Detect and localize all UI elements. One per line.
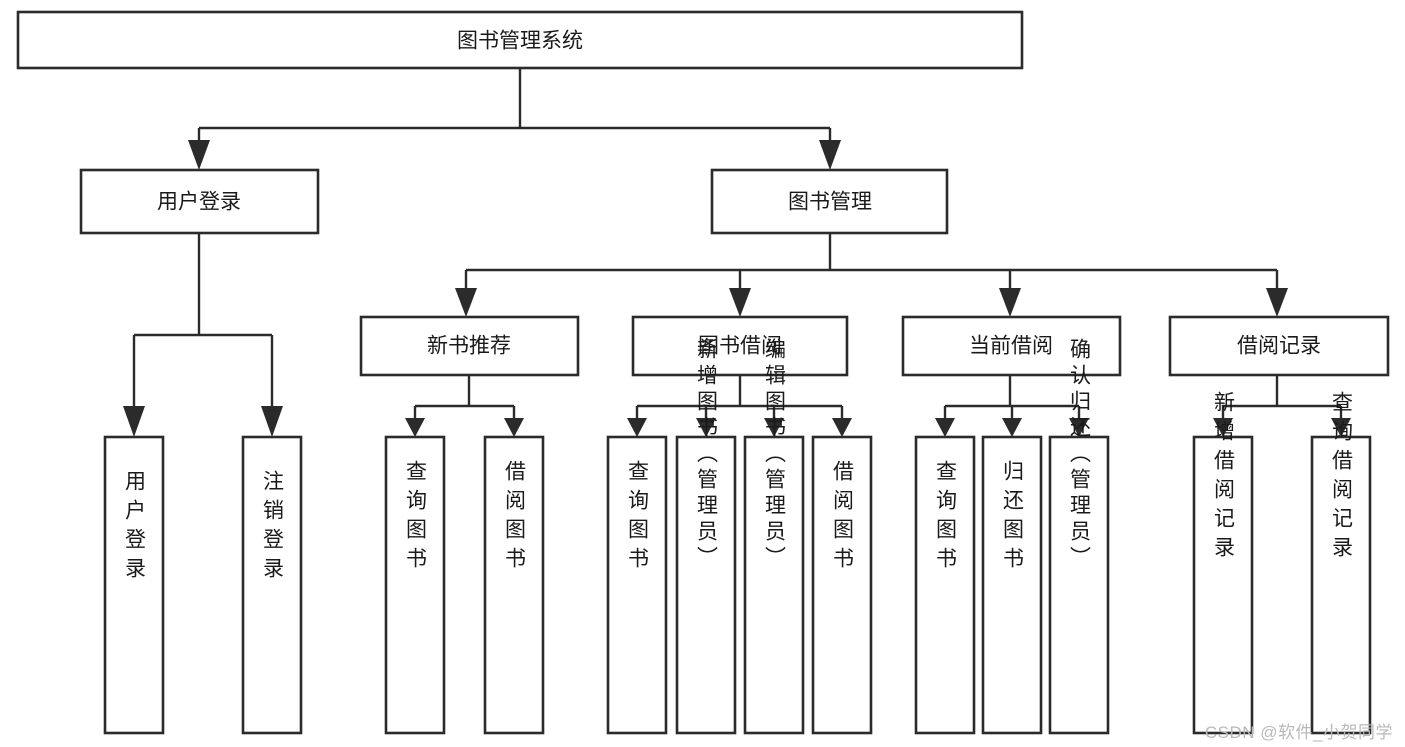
arrow-icon: [123, 406, 145, 437]
node-leaf-query-book-2[interactable]: 查询图书: [606, 435, 668, 735]
node-leaf-query-book-3[interactable]: 查询图书: [914, 435, 976, 735]
node-current-borrow-box[interactable]: [901, 315, 1122, 377]
node-book-borrow-box[interactable]: [631, 315, 849, 377]
node-leaf-edit-book-box[interactable]: [743, 435, 805, 735]
node-leaf-return-book-box[interactable]: [981, 435, 1043, 735]
node-leaf-logout[interactable]: 注销登录: [241, 435, 303, 735]
node-leaf-query-book-3-label: 查询图书: [934, 460, 958, 576]
node-leaf-query-record-box[interactable]: [1310, 435, 1372, 735]
node-leaf-user-login-label: 用户登录: [123, 470, 147, 586]
arrow-icon: [935, 418, 955, 437]
node-borrow-record-label: 借阅记录: [1237, 335, 1321, 358]
node-leaf-borrow-book-2[interactable]: 借阅图书: [811, 435, 873, 735]
arrow-icon: [1331, 418, 1351, 437]
node-new-book-rec[interactable]: 新书推荐: [359, 315, 580, 377]
node-leaf-edit-book-label: 编辑图书（管理员）: [763, 338, 787, 572]
node-leaf-query-book-1-box[interactable]: [384, 435, 446, 735]
arrow-icon: [405, 418, 425, 437]
node-root[interactable]: 图书管理系统: [16, 10, 1024, 70]
node-leaf-return-book-label: 归还图书: [1001, 460, 1025, 576]
node-leaf-borrow-book-1-label: 借阅图书: [503, 460, 527, 576]
node-leaf-add-book[interactable]: 新增图书（管理员）: [675, 338, 737, 735]
node-leaf-query-book-2-label: 查询图书: [626, 460, 650, 576]
node-current-borrow-label: 当前借阅: [969, 335, 1053, 358]
node-leaf-edit-book[interactable]: 编辑图书（管理员）: [743, 338, 805, 735]
arrow-icon: [696, 418, 716, 437]
node-leaf-confirm-return-label: 确认归还（管理员）: [1068, 338, 1092, 572]
arrow-icon: [1069, 418, 1089, 437]
node-leaf-add-record-box[interactable]: [1192, 435, 1254, 735]
node-book-borrow[interactable]: 图书借阅: [631, 315, 849, 377]
node-leaf-query-book-2-box[interactable]: [606, 435, 668, 735]
node-borrow-record[interactable]: 借阅记录: [1168, 315, 1390, 377]
node-new-book-rec-box[interactable]: [359, 315, 580, 377]
node-leaf-add-record[interactable]: 新增借阅记录: [1192, 391, 1254, 735]
node-leaf-query-record-label: 查询借阅记录: [1330, 391, 1354, 565]
arrow-icon: [819, 140, 841, 170]
node-leaf-logout-label: 注销登录: [261, 470, 285, 586]
node-user-login-box[interactable]: [79, 168, 320, 235]
node-leaf-query-book-1-label: 查询图书: [404, 460, 428, 576]
node-leaf-borrow-book-2-label: 借阅图书: [831, 460, 855, 576]
watermark-text: CSDN @软件_小贺同学: [1204, 723, 1393, 742]
node-borrow-record-box[interactable]: [1168, 315, 1390, 377]
node-book-borrow-label: 图书借阅: [698, 335, 782, 358]
arrow-icon: [188, 140, 210, 170]
node-root-label: 图书管理系统: [457, 30, 583, 53]
arrow-icon: [1266, 288, 1288, 317]
node-leaf-query-book-1[interactable]: 查询图书: [384, 435, 446, 735]
node-book-manage-box[interactable]: [710, 168, 949, 235]
arrow-icon: [504, 418, 524, 437]
node-leaf-add-book-box[interactable]: [675, 435, 737, 735]
node-leaf-return-book[interactable]: 归还图书: [981, 435, 1043, 735]
node-leaf-borrow-book-1-box[interactable]: [483, 435, 545, 735]
node-leaf-user-login[interactable]: 用户登录: [103, 435, 165, 735]
node-current-borrow[interactable]: 当前借阅: [901, 315, 1122, 377]
arrow-icon: [1213, 418, 1233, 437]
arrow-icon: [1002, 418, 1022, 437]
node-leaf-add-record-label: 新增借阅记录: [1212, 391, 1236, 565]
node-leaf-add-book-label: 新增图书（管理员）: [695, 338, 719, 572]
arrow-icon: [627, 418, 647, 437]
connector-layer: [132, 68, 1343, 418]
node-leaf-user-login-box[interactable]: [103, 435, 165, 735]
arrow-icon: [832, 418, 852, 437]
arrow-icon: [999, 288, 1021, 317]
arrow-icon: [261, 406, 283, 437]
node-leaf-confirm-return[interactable]: 确认归还（管理员）: [1048, 338, 1110, 735]
arrow-icon: [764, 418, 784, 437]
node-user-login[interactable]: 用户登录: [79, 168, 320, 235]
node-leaf-query-book-3-box[interactable]: [914, 435, 976, 735]
node-leaf-borrow-book-1[interactable]: 借阅图书: [483, 435, 545, 735]
node-user-login-label: 用户登录: [157, 191, 241, 214]
arrow-icon: [455, 288, 477, 317]
node-leaf-borrow-book-2-box[interactable]: [811, 435, 873, 735]
arrow-icon: [729, 288, 751, 317]
node-book-manage[interactable]: 图书管理: [710, 168, 949, 235]
node-root-box[interactable]: [16, 10, 1024, 70]
node-leaf-confirm-return-box[interactable]: [1048, 435, 1110, 735]
node-book-manage-label: 图书管理: [788, 191, 872, 214]
node-new-book-rec-label: 新书推荐: [427, 335, 511, 358]
node-leaf-logout-box[interactable]: [241, 435, 303, 735]
node-leaf-query-record[interactable]: 查询借阅记录: [1310, 391, 1372, 735]
arrowhead-layer: [123, 140, 1351, 437]
